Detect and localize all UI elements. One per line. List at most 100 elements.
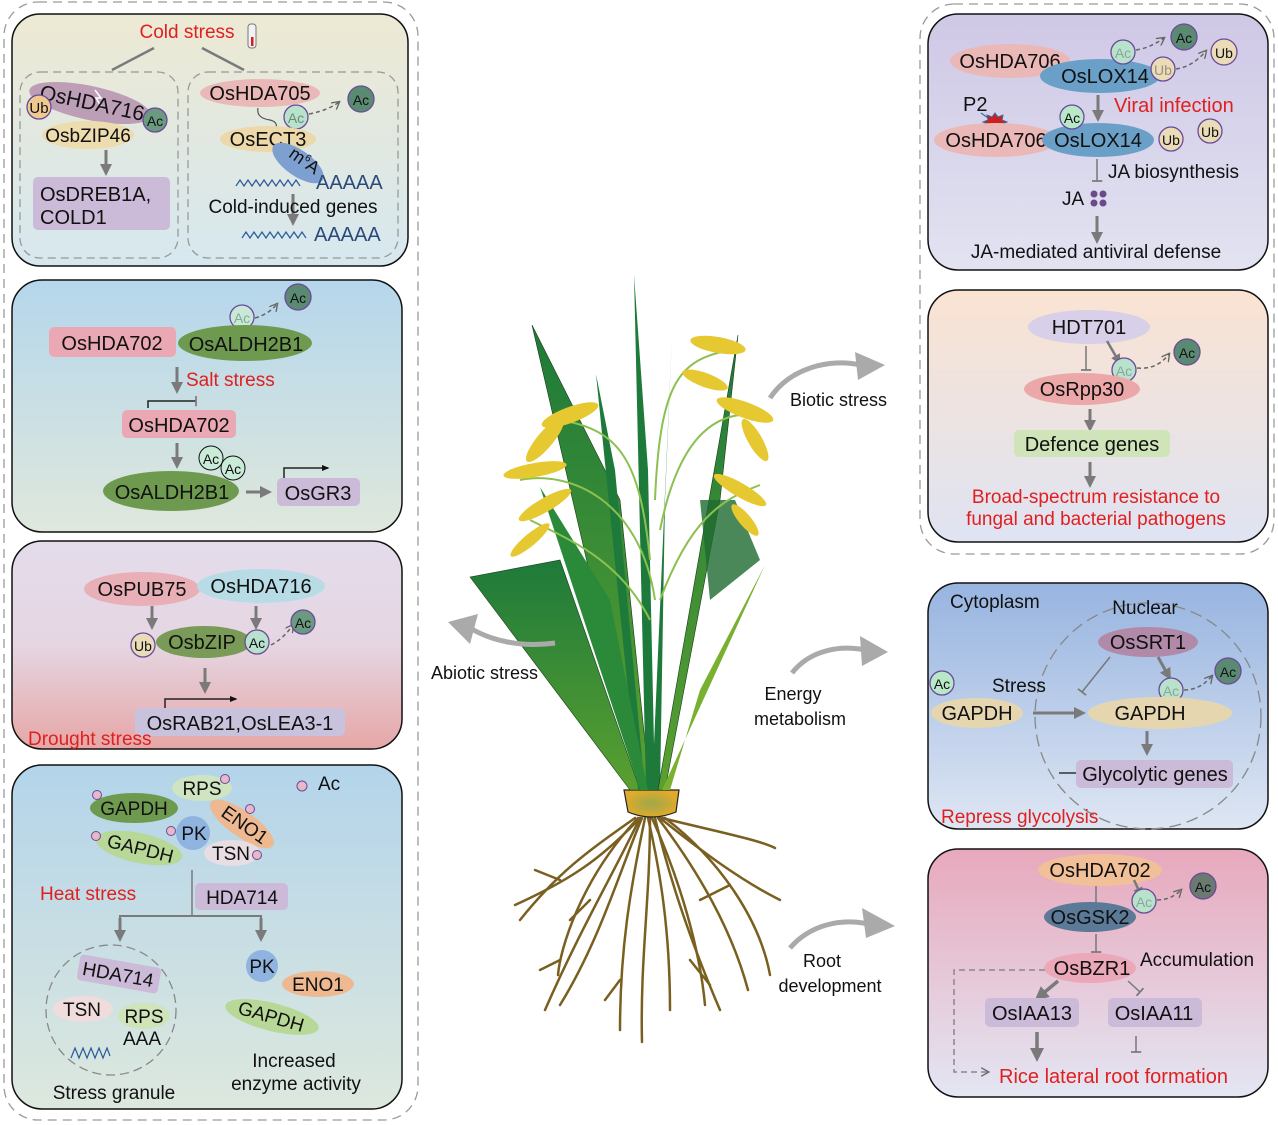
salt-stress-title: Salt stress xyxy=(186,370,275,391)
abiotic-arrow xyxy=(448,614,556,648)
ac-badge xyxy=(220,455,246,481)
m6a-label: m6A xyxy=(286,143,324,178)
ac-badge xyxy=(1059,104,1085,130)
stress-granule-outline xyxy=(45,944,177,1076)
ac-label: Ac xyxy=(1116,363,1132,379)
salt-osaldh2b1-top: OsALDH2B1 xyxy=(189,334,304,356)
gapdh-blob xyxy=(1088,697,1232,729)
viral-infection-panel: OsHDA706 OsLOX14 Ac Ac Ub Ub Viral infec… xyxy=(927,13,1269,271)
osrab21-box xyxy=(135,708,345,736)
ac-released-badge xyxy=(284,283,312,311)
biotic-group-outline xyxy=(919,3,1275,555)
oslox14-blob xyxy=(1040,59,1160,93)
ub-removed-badge xyxy=(1150,56,1176,82)
ub-label: Ub xyxy=(1201,124,1219,140)
osiaa11-box xyxy=(1108,998,1202,1027)
cold-induced-genes: Cold-induced genes xyxy=(208,197,377,218)
salt-osaldh2b1-bottom: OsALDH2B1 xyxy=(115,482,230,504)
cold-target-line1: OsDREB1A, xyxy=(40,184,151,206)
oshda702-box xyxy=(122,410,236,438)
cold-polya1: AAAAA xyxy=(316,172,383,194)
ub-label: Ub xyxy=(1215,45,1233,61)
ub-badge xyxy=(26,94,52,120)
ac-label: Ac xyxy=(1115,45,1131,61)
increased-label-2: enzyme activity xyxy=(231,1074,361,1095)
ub-label: Ub xyxy=(29,100,48,117)
ja-molecule-icon xyxy=(1090,190,1107,207)
ja-biosynthesis-label: JA biosynthesis xyxy=(1108,162,1239,183)
viral-oslox14-top: OsLOX14 xyxy=(1061,66,1149,88)
abiotic-group-outline xyxy=(3,1,419,1121)
energy-gapdh-nuc: GAPDH xyxy=(1114,703,1185,725)
osrpp30-blob xyxy=(1024,373,1140,405)
ac-released-badge xyxy=(1189,872,1217,900)
ac-released-badge xyxy=(347,85,375,113)
lightning-icon xyxy=(94,89,103,109)
drought-osbzip: OsbZIP xyxy=(168,632,236,654)
biotic-arrow xyxy=(767,352,885,400)
tsn-blob xyxy=(204,840,260,866)
acetyl-dots xyxy=(91,774,262,860)
ub-badge xyxy=(1197,118,1223,144)
ac-removed-badge xyxy=(1131,888,1157,914)
ja-label: JA xyxy=(1062,189,1085,210)
cytoplasm-label: Cytoplasm xyxy=(950,592,1040,613)
accumulation-label: Accumulation xyxy=(1140,950,1254,971)
hda714-box xyxy=(195,883,288,910)
pk-blob xyxy=(176,816,210,850)
viral-oslox14-bottom: OsLOX14 xyxy=(1054,130,1142,152)
cold-target-line2: COLD1 xyxy=(40,207,107,229)
root-label-2: development xyxy=(778,976,881,996)
gapdh-blob xyxy=(225,999,319,1035)
ub-label: Ub xyxy=(134,638,152,654)
energy-label-1: Energy xyxy=(764,684,821,704)
energy-stress-label: Stress xyxy=(992,676,1046,697)
oshda716-blob xyxy=(197,569,325,603)
oslox14-blob xyxy=(1042,123,1154,157)
ub-released-badge xyxy=(1210,38,1238,66)
ospub75-blob xyxy=(84,572,200,606)
oshda702-box xyxy=(49,327,176,357)
oshda705-blob xyxy=(200,79,320,107)
gapdh-blob xyxy=(90,793,178,823)
root-osiaa13: OsIAA13 xyxy=(992,1003,1072,1025)
granule-polya: AAA xyxy=(123,1029,161,1050)
rps-blob xyxy=(118,1003,170,1029)
ac-label: Ac xyxy=(1195,879,1211,895)
nucleus-outline xyxy=(1034,602,1262,830)
ac-removed-badge xyxy=(1110,39,1136,65)
lateral-root-label: Rice lateral root formation xyxy=(999,1066,1228,1088)
heat-stress-panel: Ac RPS GAPDH ENO1 PK GAPDH TSN HDA714 He… xyxy=(11,764,403,1110)
salt-osgr3: OsGR3 xyxy=(285,483,352,505)
ac-label: Ac xyxy=(1220,664,1236,680)
mrna-wave xyxy=(241,230,307,240)
osgr3-box xyxy=(277,478,360,506)
osbzr1-blob xyxy=(1044,953,1136,983)
hda714-box xyxy=(76,954,162,994)
increased-label-1: Increased xyxy=(252,1051,335,1072)
abiotic-stress-label: Abiotic stress xyxy=(431,663,538,683)
rps-blob xyxy=(172,775,232,801)
active-pk: PK xyxy=(249,957,275,978)
salt-oshda702-top: OsHDA702 xyxy=(61,333,162,355)
root-osgsk2: OsGSK2 xyxy=(1051,907,1130,929)
eno1-blob xyxy=(209,799,275,849)
ac-label: Ac xyxy=(1176,30,1192,46)
oshda702-blob xyxy=(1038,854,1162,886)
root-osiaa11: OsIAA11 xyxy=(1115,1003,1194,1025)
ac-label: Ac xyxy=(1064,110,1080,126)
gapdh-blob xyxy=(95,830,183,866)
ub-label: Ub xyxy=(1154,62,1172,78)
rice-plant-illustration xyxy=(469,275,782,1044)
energy-ossrt1: OsSRT1 xyxy=(1110,632,1186,654)
viral-oshda706-bottom: OsHDA706 xyxy=(945,130,1046,152)
roots-icon xyxy=(513,816,782,1044)
mrna-wave xyxy=(70,1046,111,1060)
energy-arrow xyxy=(790,636,888,675)
ac-label: Ac xyxy=(147,113,163,129)
hdt701-blob xyxy=(1028,310,1150,344)
mrna-wave xyxy=(235,178,301,188)
thermometer-icon xyxy=(247,23,257,49)
root-label-1: Root xyxy=(803,951,841,971)
drought-ospub75: OsPUB75 xyxy=(98,579,187,601)
